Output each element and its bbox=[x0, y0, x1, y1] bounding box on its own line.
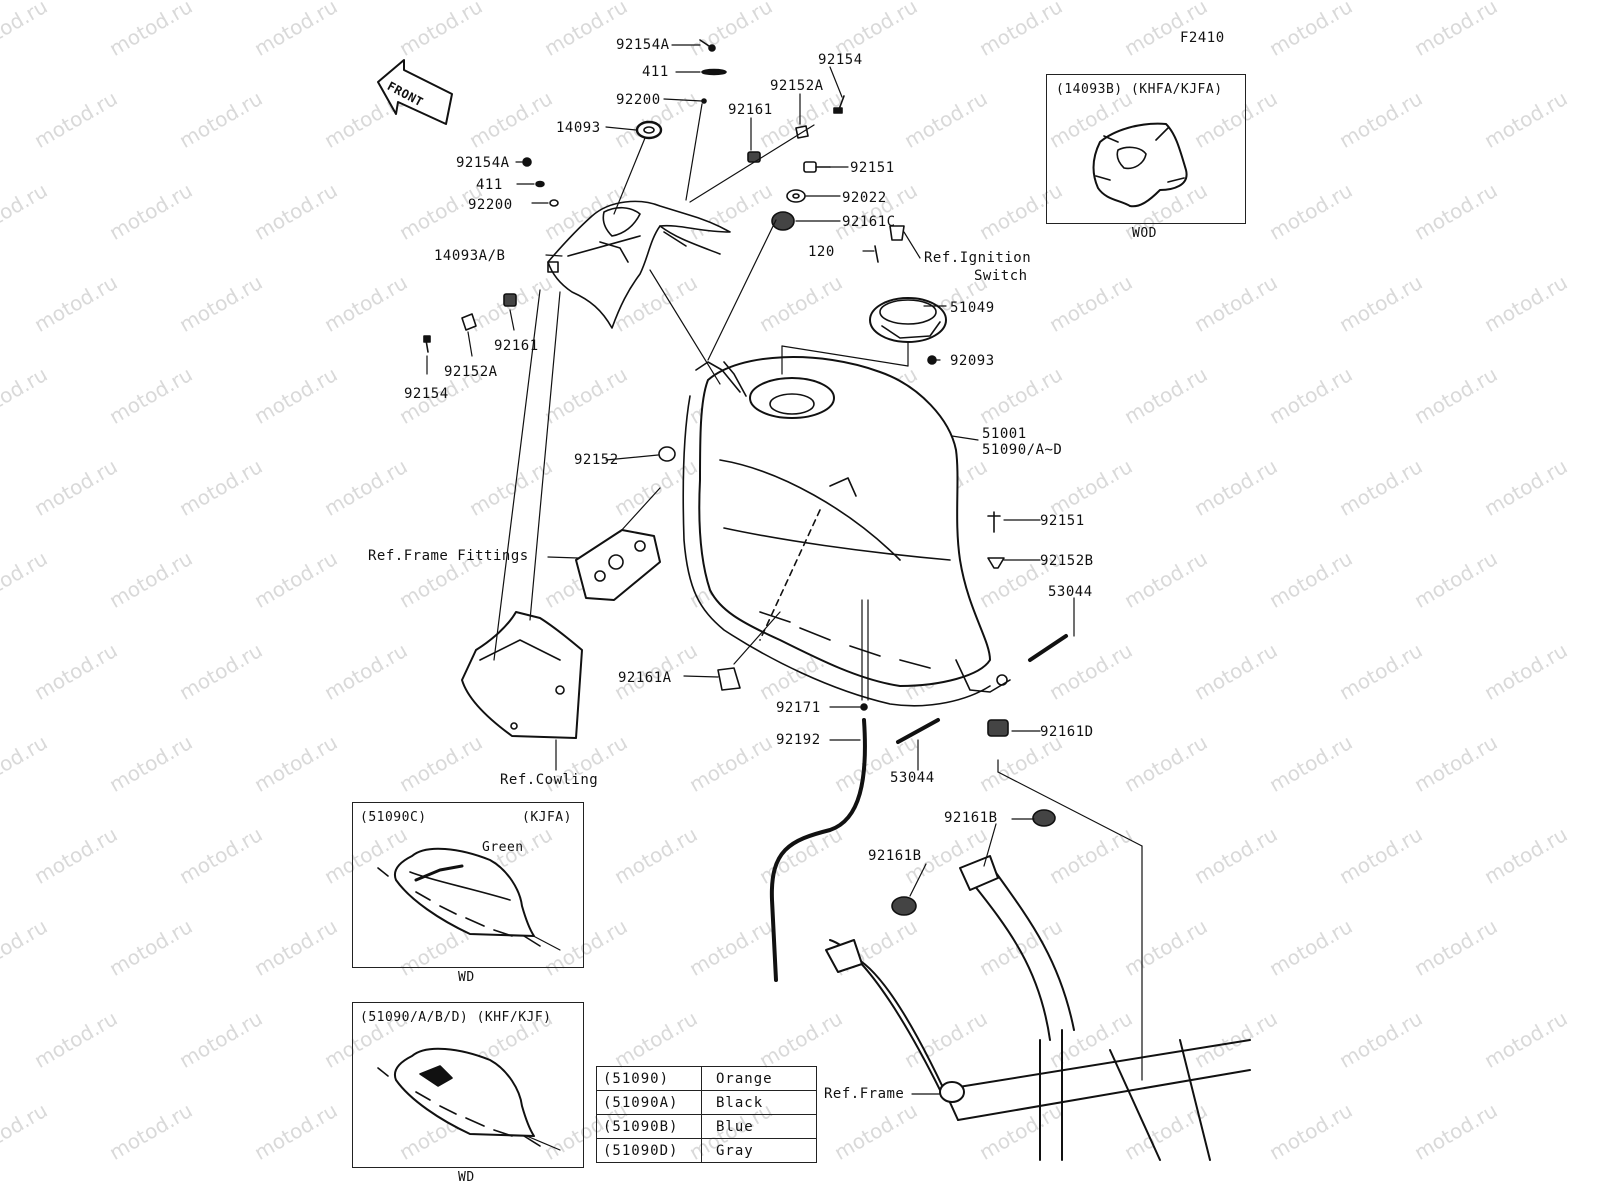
inset-green-box bbox=[352, 802, 584, 968]
color-table-code: (51090A) bbox=[596, 1090, 702, 1115]
label-51090-A-D: 51090/A~D bbox=[982, 442, 1063, 458]
label-ref-frame: Ref.Frame bbox=[824, 1086, 905, 1102]
inset-green-color-label: Green bbox=[482, 840, 524, 855]
label-411-top: 411 bbox=[642, 64, 669, 80]
label-92161A: 92161A bbox=[618, 670, 672, 686]
label-92152A-top: 92152A bbox=[770, 78, 824, 94]
drain-hose-drawing bbox=[769, 718, 867, 982]
label-92093: 92093 bbox=[950, 353, 995, 369]
frame-drawing bbox=[825, 855, 1251, 1161]
label-92161D: 92161D bbox=[1040, 724, 1094, 740]
label-ref-cowling: Ref.Cowling bbox=[500, 772, 599, 788]
label-92152: 92152 bbox=[574, 452, 619, 468]
label-92200-left: 92200 bbox=[468, 197, 513, 213]
label-51001: 51001 bbox=[982, 426, 1027, 442]
label-53044-right: 53044 bbox=[1048, 584, 1093, 600]
inset-green-tank-drawing bbox=[377, 847, 541, 947]
label-92154A-left: 92154A bbox=[456, 155, 510, 171]
label-92161-left: 92161 bbox=[494, 338, 539, 354]
label-92192: 92192 bbox=[776, 732, 821, 748]
label-92161C: 92161C bbox=[842, 214, 896, 230]
inset-cover-box bbox=[1046, 74, 1246, 224]
frame-fittings-drawing bbox=[575, 529, 661, 601]
color-table-row: (51090B)Blue bbox=[596, 1114, 817, 1139]
label-ref-frame-fittings: Ref.Frame Fittings bbox=[368, 548, 529, 564]
label-51049: 51049 bbox=[950, 300, 995, 316]
inset-green-caption-left: (51090C) bbox=[360, 810, 427, 825]
label-ref-ignition: Ref.Ignition bbox=[924, 250, 1032, 266]
inset-green-footer: WD bbox=[458, 970, 475, 985]
color-table-color: Black bbox=[701, 1090, 817, 1115]
label-92152B: 92152B bbox=[1040, 553, 1094, 569]
front-arrow-icon bbox=[377, 59, 453, 125]
inset-cover-drawing bbox=[1092, 122, 1188, 208]
leader-lines bbox=[426, 44, 1143, 1151]
label-92154-top: 92154 bbox=[818, 52, 863, 68]
color-table: (51090)Orange(51090A)Black(51090B)Blue(5… bbox=[596, 1066, 817, 1163]
inset-khf-tank-drawing bbox=[377, 1047, 541, 1147]
label-411-left: 411 bbox=[476, 177, 503, 193]
color-table-color: Blue bbox=[701, 1114, 817, 1139]
inset-khf-box bbox=[352, 1002, 584, 1168]
color-table-color: Orange bbox=[701, 1066, 817, 1091]
inset-khf-caption: (51090/A/B/D) (KHF/KJF) bbox=[360, 1010, 552, 1025]
label-92200-top: 92200 bbox=[616, 92, 661, 108]
label-92151-right: 92151 bbox=[1040, 513, 1085, 529]
label-92161B-top: 92161B bbox=[944, 810, 998, 826]
label-120: 120 bbox=[808, 244, 835, 260]
color-table-code: (51090B) bbox=[596, 1114, 702, 1139]
color-table-row: (51090D)Gray bbox=[596, 1138, 817, 1163]
fuel-cap-drawing bbox=[869, 297, 947, 343]
tank-cover-drawing bbox=[547, 200, 731, 329]
inset-cover-caption: (14093B) (KHFA/KJFA) bbox=[1056, 82, 1223, 97]
label-92171: 92171 bbox=[776, 700, 821, 716]
label-92154-left: 92154 bbox=[404, 386, 449, 402]
fuel-tank-drawing bbox=[682, 356, 1011, 707]
color-table-row: (51090A)Black bbox=[596, 1090, 817, 1115]
label-92154A-top: 92154A bbox=[616, 37, 670, 53]
diagram-code: F2410 bbox=[1180, 30, 1225, 46]
label-92161B-left: 92161B bbox=[868, 848, 922, 864]
label-53044-bottom: 53044 bbox=[890, 770, 935, 786]
label-14093AB: 14093A/B bbox=[434, 248, 506, 264]
color-table-code: (51090D) bbox=[596, 1138, 702, 1163]
label-ref-ignition-switch: Switch bbox=[974, 268, 1028, 284]
color-table-color: Gray bbox=[701, 1138, 817, 1163]
hardware-parts bbox=[423, 39, 1068, 916]
color-table-row: (51090)Orange bbox=[596, 1066, 817, 1091]
inset-khf-footer: WD bbox=[458, 1170, 475, 1185]
color-table-code: (51090) bbox=[596, 1066, 702, 1091]
label-14093: 14093 bbox=[556, 120, 601, 136]
cowling-drawing bbox=[461, 611, 583, 739]
label-92161-top: 92161 bbox=[728, 102, 773, 118]
label-92151-top: 92151 bbox=[850, 160, 895, 176]
inset-cover-footer: WOD bbox=[1132, 226, 1157, 241]
label-92152A-left: 92152A bbox=[444, 364, 498, 380]
inset-green-caption-right: (KJFA) bbox=[522, 810, 572, 825]
label-92022: 92022 bbox=[842, 190, 887, 206]
